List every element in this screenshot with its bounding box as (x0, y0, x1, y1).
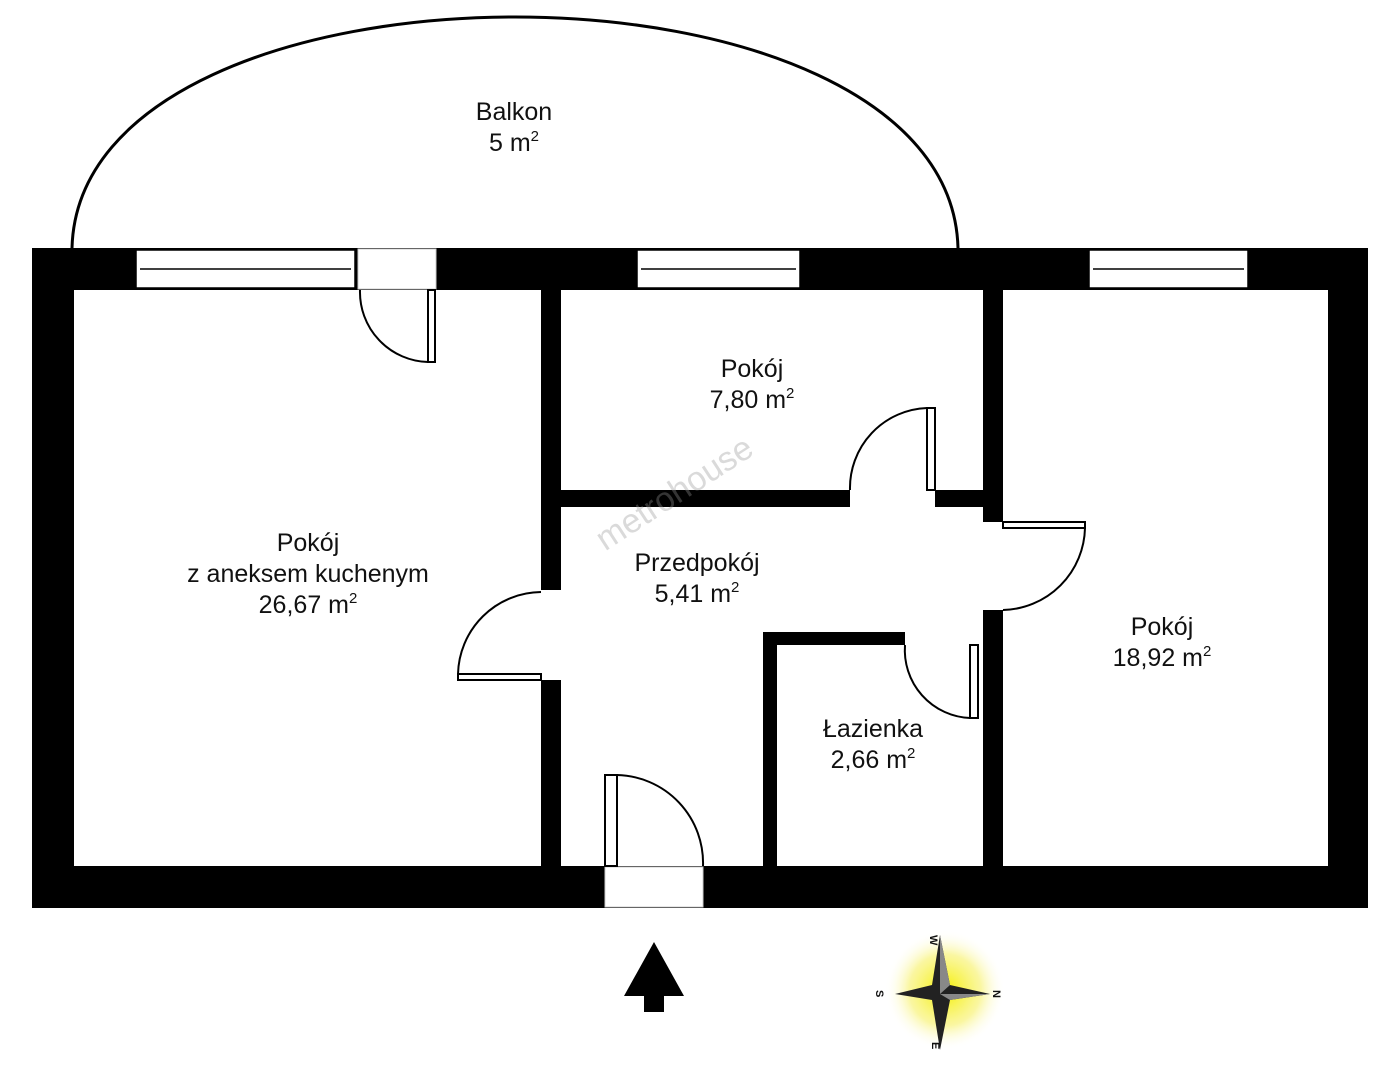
room-area: 7,80 m2 (709, 385, 795, 414)
room-area: 2,66 m2 (830, 745, 916, 774)
compass-n: N (990, 990, 1002, 998)
windows (135, 249, 1249, 289)
balcony-outline (70, 15, 960, 249)
room-area: 5,41 m2 (654, 579, 740, 608)
room-area: 26,67 m2 (258, 590, 358, 619)
compass-s: S (873, 990, 885, 997)
room-label-pokoj-large: Pokój 18,92 m2 (1113, 612, 1212, 674)
compass-w: W (927, 935, 939, 946)
room-name: Przedpokój (634, 549, 760, 577)
room-name-2: z aneksem kuchenym (187, 560, 429, 588)
room-area: 5 m2 (488, 128, 540, 157)
room-name: Pokój (1130, 613, 1194, 641)
room-label-przedpokoj: Przedpokój 5,41 m2 (634, 548, 759, 610)
room-name: Balkon (475, 98, 553, 126)
room-area: 18,92 m2 (1112, 643, 1212, 672)
room-label-pokoj-small: Pokój 7,80 m2 (710, 354, 795, 416)
room-name: Łazienka (822, 715, 924, 743)
room-label-balkon: Balkon 5 m2 (476, 97, 552, 159)
room-name: Pokój (276, 529, 340, 557)
entrance-arrow-icon (624, 942, 684, 1012)
interior-walls (541, 290, 1003, 866)
room-name: Pokój (720, 355, 784, 383)
compass-e: E (929, 1042, 941, 1049)
room-label-pokoj-kitchen: Pokój z aneksem kuchenym 26,67 m2 (187, 528, 429, 621)
compass-icon: W N S E (873, 930, 1005, 1050)
room-label-lazienka: Łazienka 2,66 m2 (823, 714, 923, 776)
doors (358, 289, 1086, 867)
